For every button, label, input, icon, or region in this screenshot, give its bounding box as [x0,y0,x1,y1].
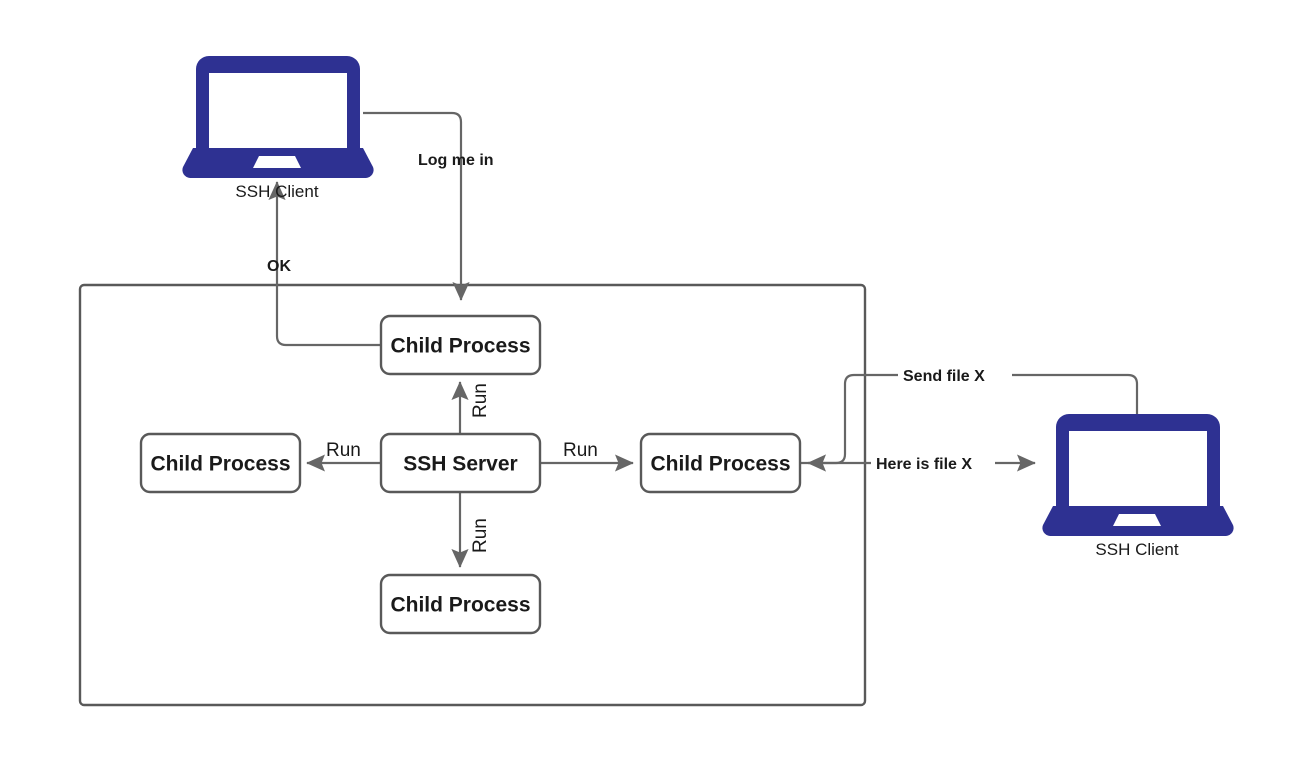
device-ssh-client-top[interactable]: SSH Client [182,56,374,201]
edge-ok-path [268,181,381,347]
edge-log-me-in-path [363,111,470,301]
edge-here-is-file-x-label-bg [871,452,995,474]
node-child-process-right-box[interactable] [639,432,802,494]
edge-run-right: Run [540,440,634,472]
laptop-icon-top-screen [196,56,360,158]
edge-here-is-file-x: Here is file X [807,452,1036,474]
device-ssh-client-right-label: SSH Client [1095,540,1178,559]
laptop-icon-right-notch [1113,514,1161,526]
edge-ok-label: OK [267,258,291,275]
node-ssh-server[interactable]: SSH Server [379,432,542,494]
edge-ok: OK [267,181,381,347]
laptop-icon-top-notch [253,156,301,168]
node-child-process-top-label: Child Process [390,335,530,358]
node-child-process-right[interactable]: Child Process [639,432,802,494]
node-child-process-left-label: Child Process [150,453,290,476]
node-child-process-top-box[interactable] [379,314,542,376]
device-ssh-client-right[interactable]: SSH Client [1042,414,1234,559]
edge-run-left: Run [306,440,381,472]
ssh-server-host-boundary [78,283,867,707]
edge-send-file-x-label: Send file X [903,368,985,385]
edge-run-up-label: Run [470,383,491,418]
edge-send-file-x-label-bg [898,364,1012,386]
laptop-icon-right-screen [1056,414,1220,516]
node-child-process-bottom-box[interactable] [379,573,542,635]
node-child-process-top[interactable]: Child Process [379,314,542,376]
node-child-process-right-label: Child Process [650,453,790,476]
edge-run-right-label: Run [563,440,598,461]
node-ssh-server-box[interactable] [379,432,542,494]
edge-log-me-in-label: Log me in [418,152,494,169]
device-ssh-client-top-label: SSH Client [235,182,318,201]
edge-run-down: Run [451,492,491,568]
edge-run-down-label: Run [470,518,491,553]
edge-run-left-label: Run [326,440,361,461]
edge-run-up: Run [451,381,491,434]
node-child-process-left[interactable]: Child Process [139,432,302,494]
node-child-process-left-box[interactable] [139,432,302,494]
edge-log-me-in: Log me in [363,111,494,301]
node-child-process-bottom[interactable]: Child Process [379,573,542,635]
node-child-process-bottom-label: Child Process [390,594,530,617]
edge-send-file-x: Send file X [800,364,1139,465]
edge-here-is-file-x-label: Here is file X [876,456,972,473]
node-ssh-server-label: SSH Server [403,453,517,476]
